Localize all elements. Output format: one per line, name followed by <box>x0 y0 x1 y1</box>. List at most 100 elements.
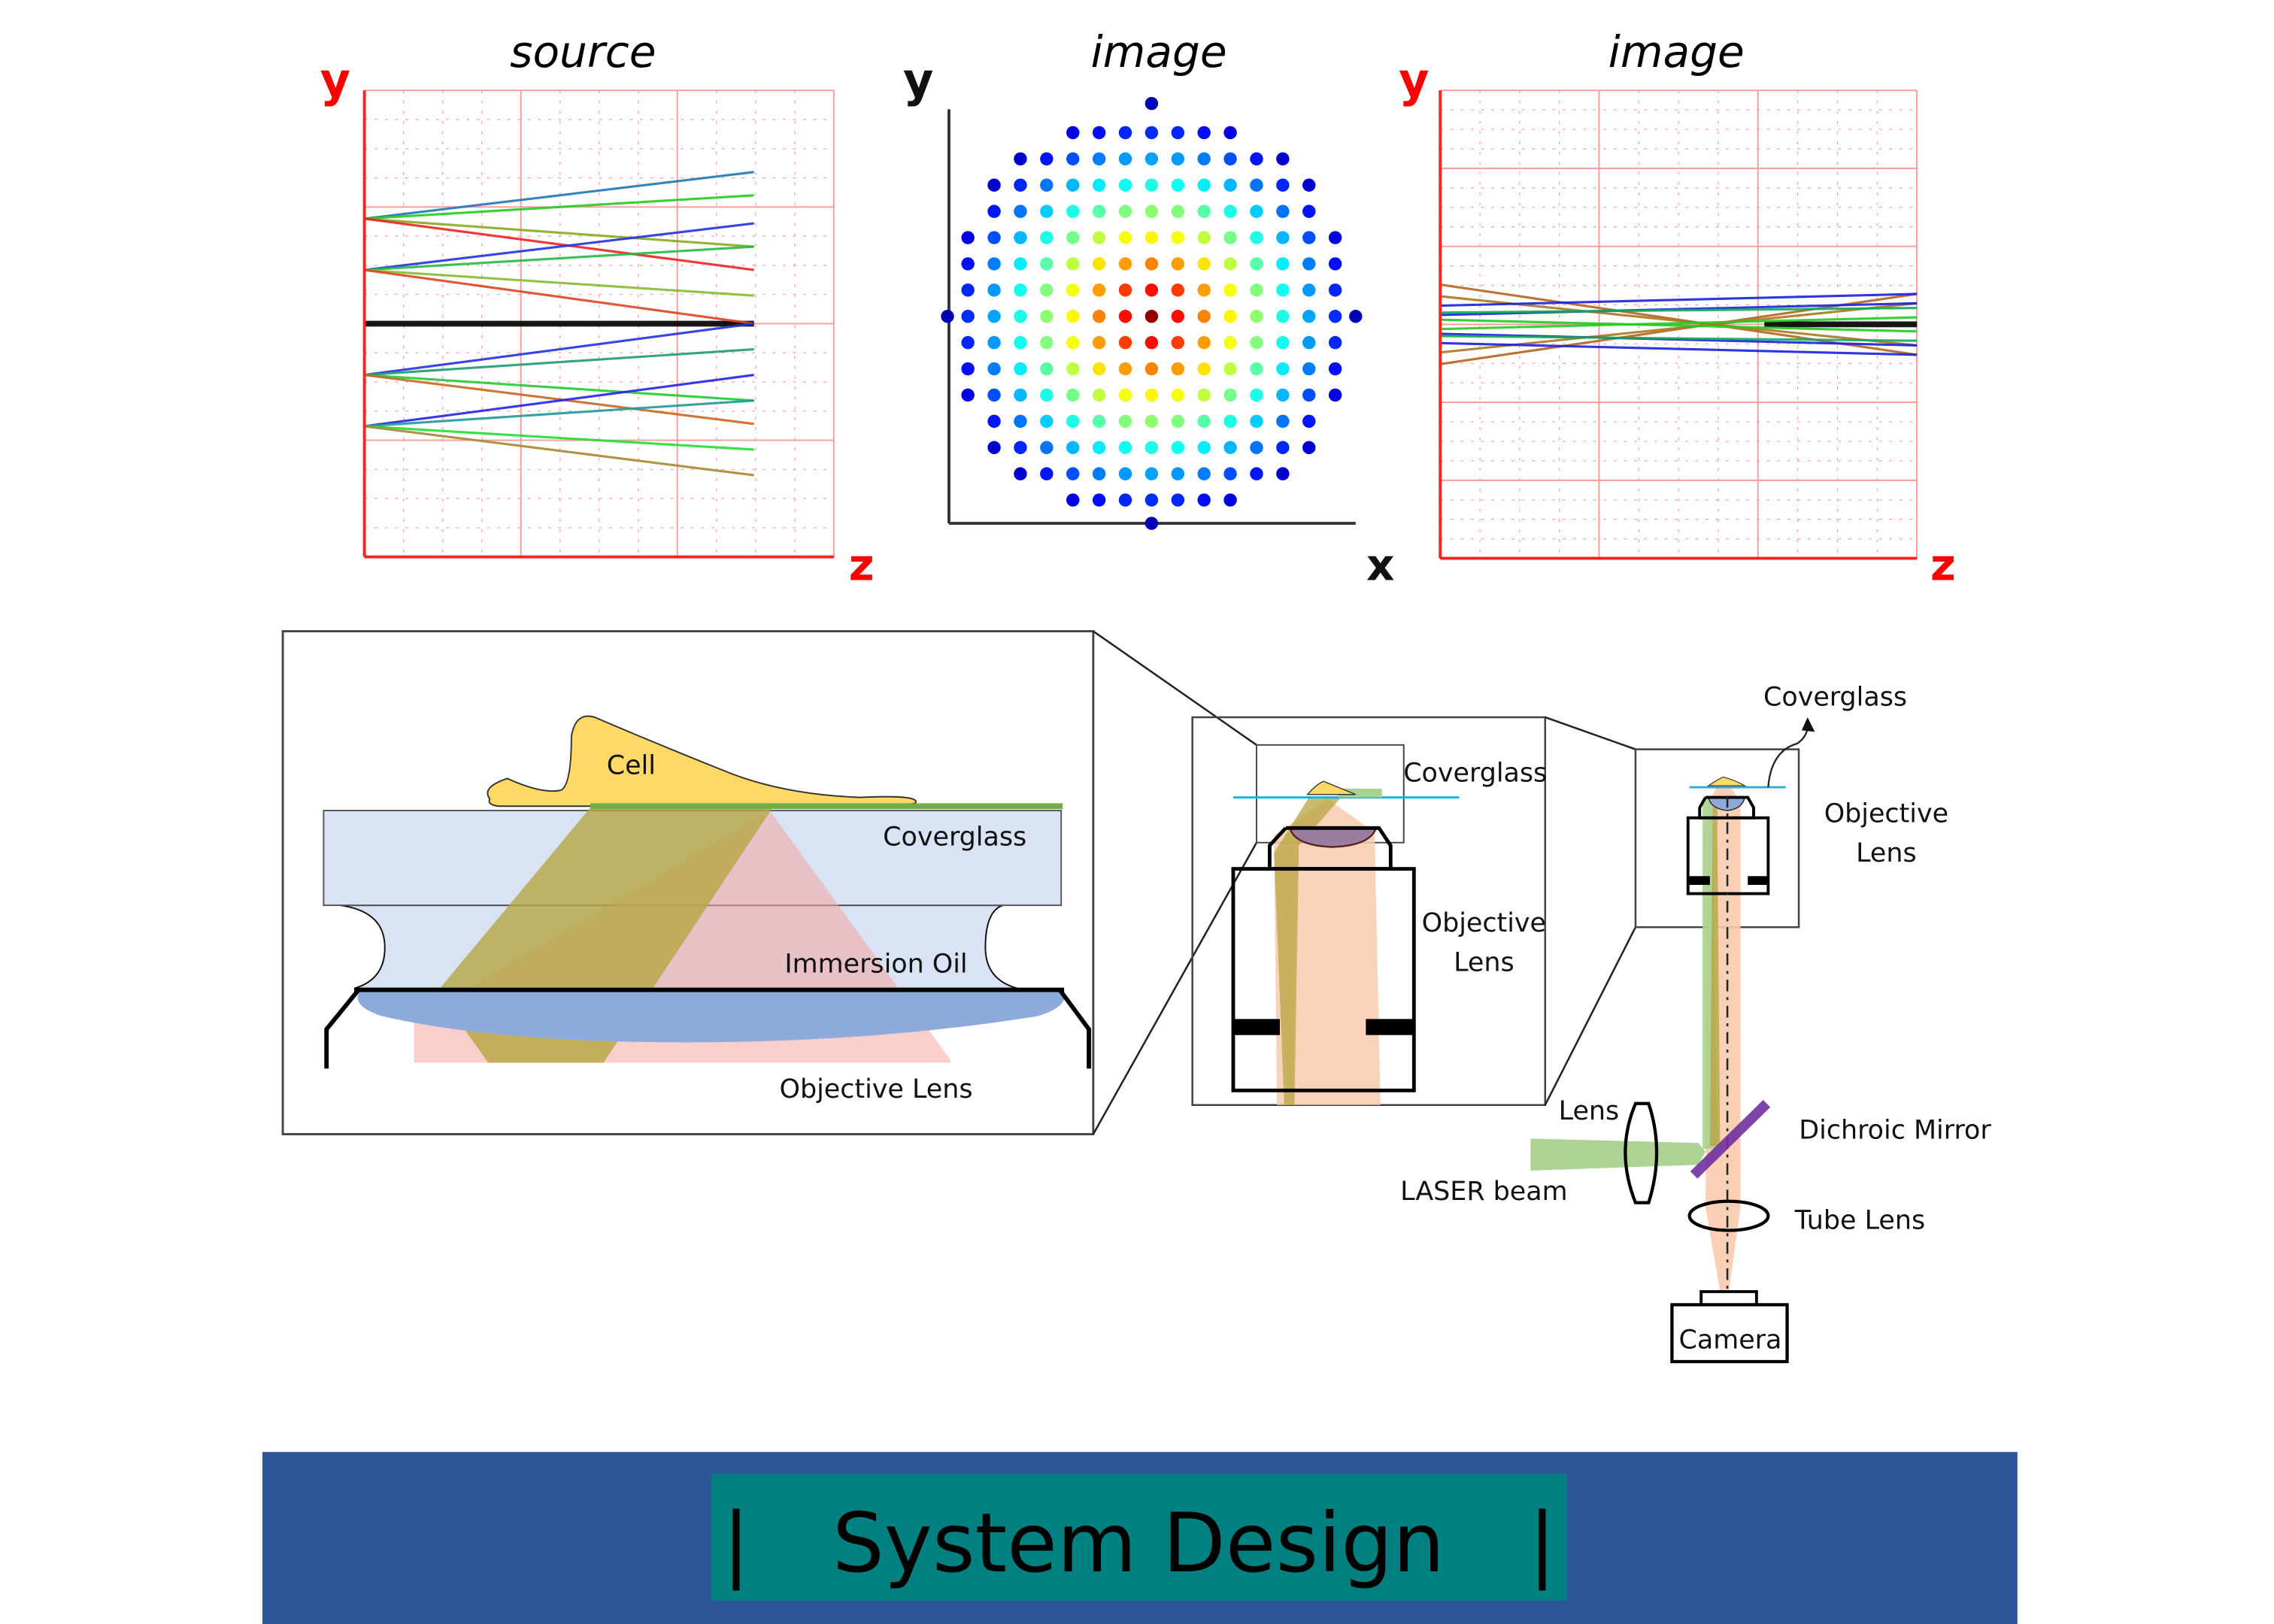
spot-point <box>1250 467 1263 480</box>
spot-point <box>1040 257 1054 271</box>
spot-point <box>987 310 1001 323</box>
ray-r2c <box>364 268 754 297</box>
spot-point <box>1092 362 1106 376</box>
spot-point <box>1040 467 1054 480</box>
spot-point <box>1276 205 1290 218</box>
spot-point <box>1197 441 1211 454</box>
spot-point <box>1302 257 1316 271</box>
spot-point <box>1066 231 1080 244</box>
spot-point <box>1040 152 1054 166</box>
spot-point <box>1349 310 1363 323</box>
spot-point <box>1014 257 1027 271</box>
spot-point <box>1171 283 1184 297</box>
spot-point <box>1197 388 1211 402</box>
spot-point <box>1145 493 1159 507</box>
spot-point <box>1302 178 1316 192</box>
camera-label: Camera <box>1679 1326 1782 1356</box>
ray-r3a <box>364 322 754 377</box>
camera-sensor-mount <box>1699 1289 1758 1307</box>
spot-point <box>1276 178 1290 192</box>
ray-r4b <box>364 399 754 428</box>
ray-r2b <box>364 245 754 271</box>
spot-point <box>1223 362 1237 376</box>
banner-title: System Design <box>832 1495 1445 1591</box>
objective-ring-left <box>1233 1019 1280 1035</box>
banner-left-bar: | <box>723 1495 750 1591</box>
spot-point <box>1276 388 1290 402</box>
ray-u2 <box>1440 341 1918 356</box>
spot-point <box>1328 362 1342 376</box>
middle-objective-label-line2: Lens <box>1454 947 1514 977</box>
spot-plot-y-label: y <box>903 53 933 108</box>
objective-lens-label: Objective Lens <box>780 1074 973 1104</box>
spot-point <box>1302 231 1316 244</box>
spot-point <box>961 283 975 297</box>
spot-point <box>1092 388 1106 402</box>
spot-point <box>1092 178 1106 192</box>
spot-point <box>1171 257 1184 271</box>
tube-lens-label: Tube Lens <box>1794 1206 1925 1236</box>
spot-point <box>1145 414 1159 429</box>
spot-point <box>1118 493 1132 507</box>
spot-point <box>1040 441 1054 454</box>
spot-point <box>1328 257 1342 271</box>
objective-ring-left <box>1687 876 1710 885</box>
system-view: Camera Coverglass Objective Lens Lens LA… <box>1400 682 1991 1364</box>
objective-ring-right <box>1366 1019 1414 1035</box>
spot-point <box>987 388 1001 402</box>
spot-point <box>961 310 975 323</box>
spot-point <box>1066 362 1080 376</box>
spot-point <box>1250 152 1263 166</box>
spot-point <box>1223 493 1237 507</box>
ray-r3b <box>364 348 754 377</box>
zoom-connector <box>1544 926 1637 1106</box>
spot-point <box>1197 257 1211 271</box>
spot-point <box>1014 283 1027 297</box>
ray-r1c <box>364 217 754 248</box>
spot-point <box>1092 335 1106 350</box>
spot-point <box>1014 388 1027 402</box>
spot-point <box>1145 283 1159 297</box>
spot-point <box>1040 335 1054 350</box>
spot-point <box>961 231 975 244</box>
spot-point <box>1014 231 1027 244</box>
spot-point <box>1276 335 1290 350</box>
spot-point <box>1223 205 1237 218</box>
banner-right-bar: | <box>1529 1495 1557 1591</box>
spot-point <box>1014 335 1027 350</box>
spot-point <box>961 257 975 271</box>
spot-point <box>1118 178 1132 192</box>
cell-label: Cell <box>607 751 656 781</box>
spot-point <box>987 414 1001 429</box>
spot-point <box>1197 152 1211 166</box>
spot-point <box>1145 467 1159 480</box>
ray-g3 <box>1440 318 1918 333</box>
spot-point <box>1328 310 1342 323</box>
zoom-connector <box>1093 630 1257 746</box>
spot-point <box>1171 152 1184 166</box>
spot-point <box>1145 257 1159 271</box>
spot-point <box>1145 388 1159 402</box>
spot-point <box>1223 126 1237 140</box>
system-objective-label-line1: Objective <box>1824 799 1948 829</box>
image-plot-rays <box>1439 283 1918 365</box>
spot-point <box>1302 388 1316 402</box>
objective-body <box>1231 867 1416 1092</box>
spot-point <box>1066 414 1080 429</box>
spot-point <box>941 310 954 323</box>
spot-point <box>1118 126 1132 140</box>
spot-point <box>987 178 1001 192</box>
spot-point <box>1014 178 1027 192</box>
spot-point <box>1066 467 1080 480</box>
spot-point <box>1276 152 1290 166</box>
spot-point <box>1145 441 1159 454</box>
source-plot-y-label: y <box>320 53 350 108</box>
spot-point <box>1040 205 1054 218</box>
ray-u1 <box>1440 292 1918 308</box>
spot-point <box>961 335 975 350</box>
spot-point <box>1250 310 1263 323</box>
spot-point <box>1171 441 1184 454</box>
ray-r1a <box>364 171 754 220</box>
spot-point <box>1250 283 1263 297</box>
spot-point <box>1145 178 1159 192</box>
